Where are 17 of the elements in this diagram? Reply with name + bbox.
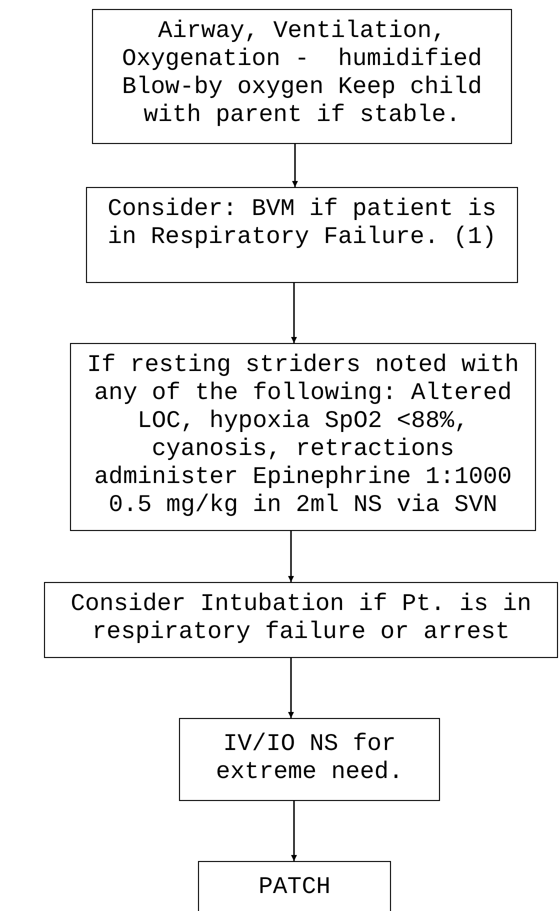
process-box [92,9,512,144]
arrow [291,801,297,861]
arrow [291,283,297,343]
process-box [70,343,536,531]
arrow [288,658,294,718]
arrow [292,144,298,187]
process-box [179,718,440,801]
step-text: Consider Intubation if Pt. is in respiratory failure or arrest [70,591,532,647]
arrow [288,531,294,582]
step-text: If resting striders noted with any of the following: Altered LOC, hypoxia SpO2 <88%, cyanosis, retractions administer Epinephrine 1:1000 0.5 mg/kg in 2ml NS via SVN [86,352,520,520]
step-text: PATCH [258,874,330,902]
process-box [86,187,518,283]
step-text: Airway, Ventilation, Oxygenation - humidified Blow-by oxygen Keep child with parent if stable. [120,18,484,130]
step-text: Consider: BVM if patient is in Respiratory Failure. (1) [106,196,498,252]
process-box [198,861,391,911]
process-box [44,582,558,658]
step-text: IV/IO NS for extreme need. [214,731,404,787]
